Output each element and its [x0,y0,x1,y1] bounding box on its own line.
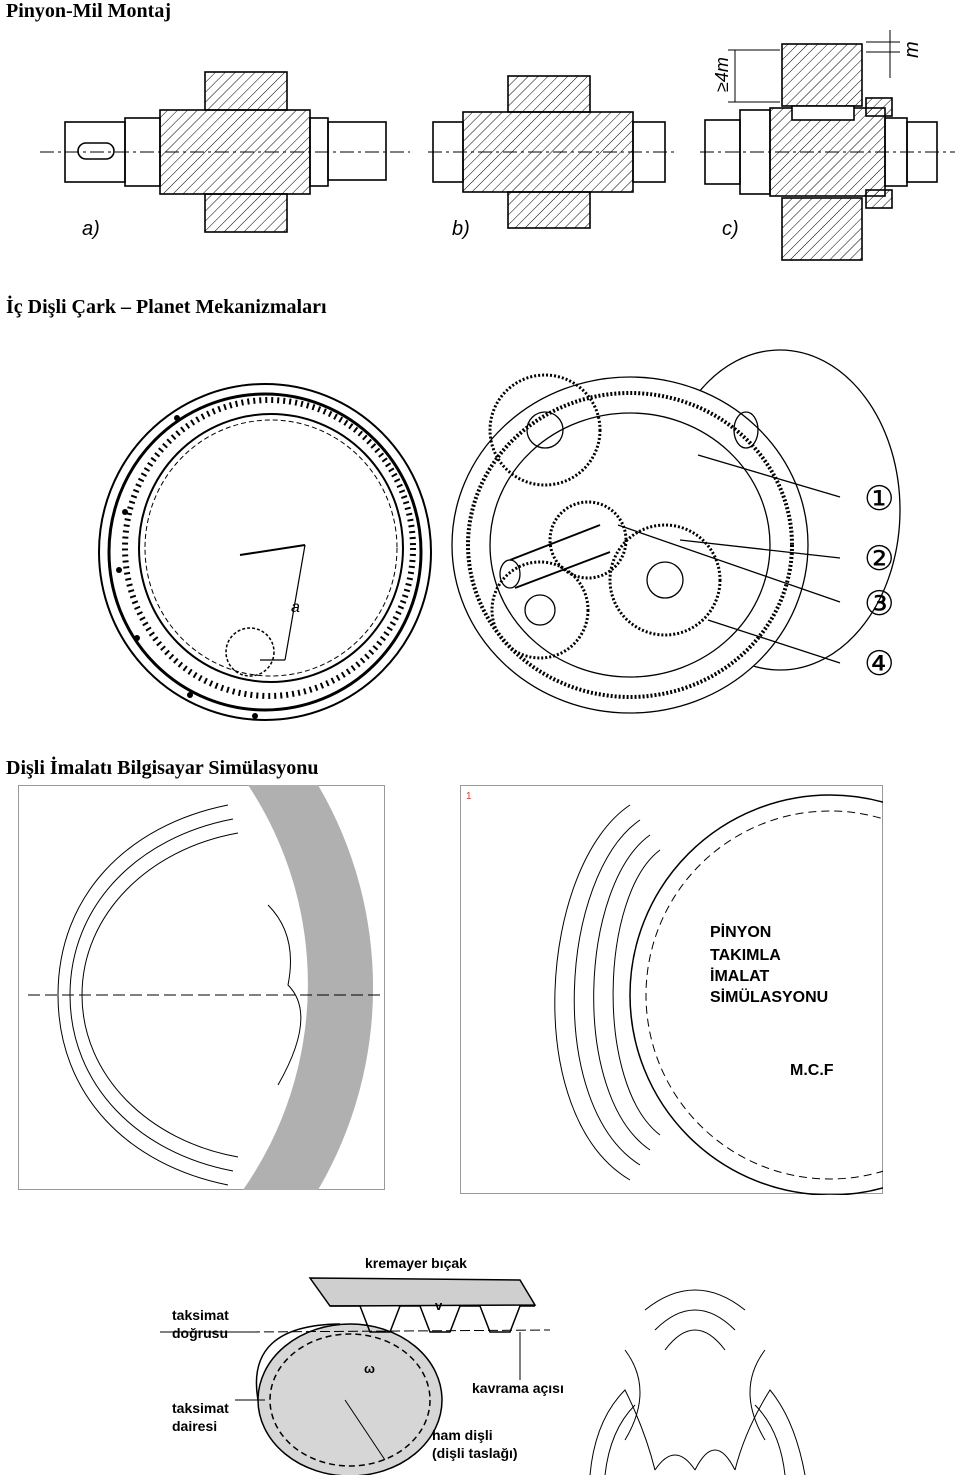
internal-gear-figure: a [98,383,432,721]
pitch-circle-1: taksimat [172,1400,229,1416]
blank-label-1: ham dişli [432,1427,493,1443]
section-title-ic-disli: İç Dişli Çark – Planet Mekanizmaları [6,296,327,318]
rack-cutter-diagram: kremayer bıçak taksimat doğrusu taksimat… [160,1255,564,1475]
tooth-generation-trace [589,1289,806,1475]
sim-title-line-3: İMALAT [710,967,769,985]
dim-a: a [291,599,300,616]
label-c: c) [722,218,739,240]
pressure-angle-label: kavrama açısı [472,1380,564,1396]
callout-1: ① [864,481,894,518]
callout-4: ④ [864,646,894,683]
omega-label: ω [364,1361,375,1376]
section-title-pinyon-mil: Pinyon-Mil Montaj [6,0,171,22]
sim-title-line-2: TAKIMLA [710,947,781,964]
corner-mark: 1 [466,791,472,802]
velocity-label: v [435,1298,443,1313]
section-title-simulasyon: Dişli İmalatı Bilgisayar Simülasyonu [6,757,319,779]
pinion-shaft-figure: a) b) ≥4m m c) [40,30,955,261]
rack-label: kremayer bıçak [365,1255,467,1271]
sim-title-line-1: PİNYON [710,923,771,941]
pinion-cutter-simulation: 1 PİNYON TAKIMLA İMALAT SİMÜLASYONU M.C.… [460,785,883,1195]
pitch-circle-2: dairesi [172,1418,217,1434]
assembly-a [40,71,410,233]
sim-title-line-4: SİMÜLASYONU [710,987,828,1006]
callout-3: ③ [864,586,894,623]
blank-label-2: (dişli taslağı) [432,1445,518,1461]
assembly-c [700,30,955,261]
pitch-line-2: doğrusu [172,1325,228,1341]
label-b: b) [452,218,470,240]
callout-2: ② [864,541,894,578]
pitch-line-1: taksimat [172,1307,229,1323]
internal-gear-simulation [18,785,385,1190]
dim-module: m [901,41,923,58]
label-a: a) [82,218,100,240]
assembly-b [428,75,675,229]
dim-min-4m: ≥4m [712,57,732,92]
planetary-gear-figure: ① ② ③ ④ [451,349,901,714]
sim-author: M.C.F [790,1062,834,1079]
